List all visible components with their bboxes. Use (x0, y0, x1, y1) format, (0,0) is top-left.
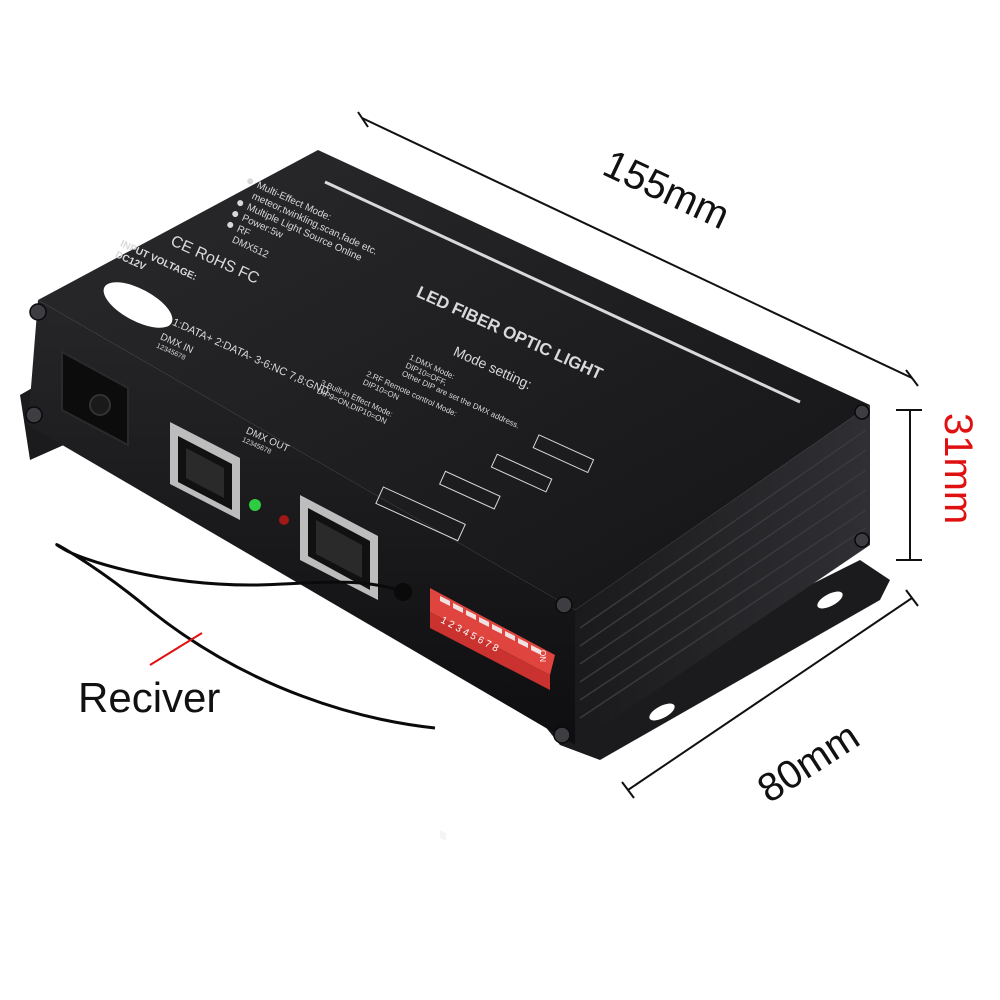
dmx-in-port[interactable] (170, 422, 240, 520)
receiver-callout-line (149, 632, 203, 666)
height-dimension: 31mm (896, 409, 980, 561)
side-panel (575, 405, 870, 745)
mounting-flange (540, 560, 890, 760)
receiver-label: Reciver (78, 674, 220, 721)
length-label: 155mm (597, 142, 736, 238)
top-slot (103, 282, 173, 328)
dip-switch[interactable]: 1 2 3 4 5 6 7 8 ON (430, 588, 555, 842)
width-label: 80mm (750, 714, 867, 811)
height-label: 31mm (936, 413, 980, 524)
status-led-red (279, 515, 289, 525)
status-led-green (249, 499, 261, 511)
feature-4: RF (235, 224, 252, 240)
side-ribs (579, 429, 867, 719)
dc-power-jack[interactable] (61, 350, 129, 447)
screws (25, 303, 870, 744)
top-panel (38, 150, 870, 610)
receiver-antenna-wire (55, 543, 436, 730)
dip-on-label: ON (538, 650, 547, 662)
dmx-out-port[interactable] (300, 495, 378, 600)
